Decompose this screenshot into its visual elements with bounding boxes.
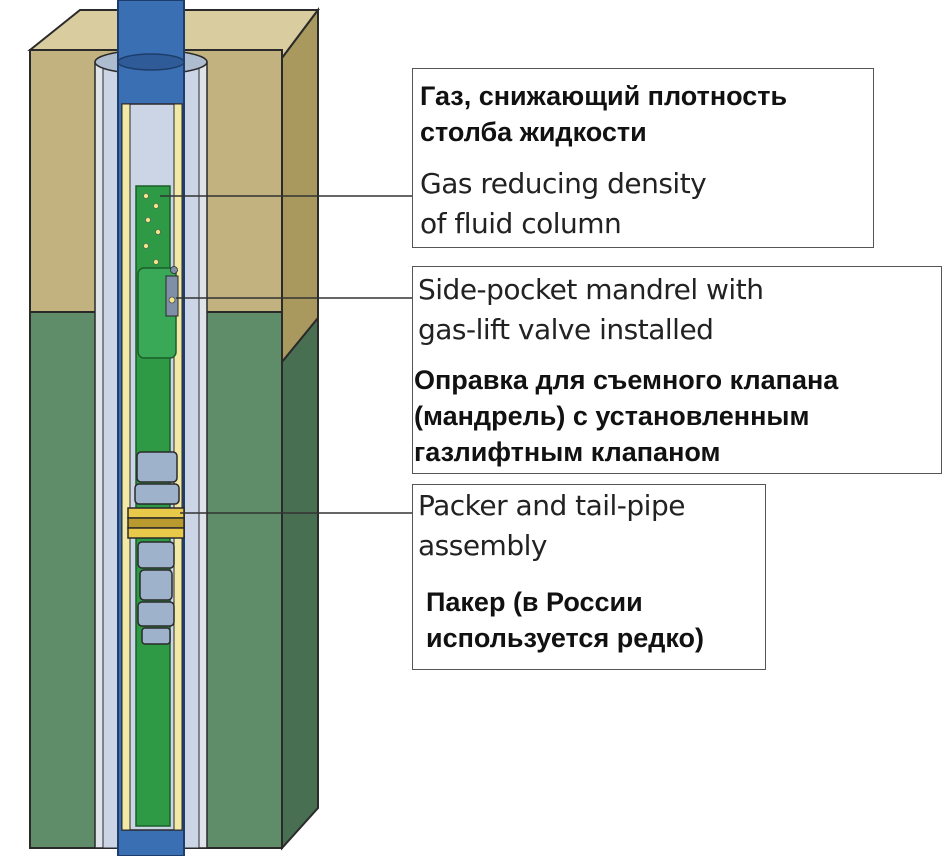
tubing-joints <box>134 451 180 505</box>
mandrel-label-en-line2: gas-lift valve installed <box>418 313 714 346</box>
gas-label-ru-line1: Газ, снижающий плотность <box>420 81 788 111</box>
formation-right-face-lower <box>281 315 319 851</box>
gas-label-box <box>412 68 874 248</box>
mandrel-label-ru-line2: (мандрель) с установленным <box>414 401 810 431</box>
packer-label-ru-line1: Пакер (в России <box>426 587 643 617</box>
leader-lines <box>160 195 412 514</box>
mandrel-label-ru-line3: газлифтным клапаном <box>414 437 721 467</box>
packer <box>127 507 185 539</box>
formation-right-face-upper <box>281 7 319 365</box>
tail-pipe <box>137 541 175 645</box>
side-pocket-mandrel <box>137 266 179 359</box>
gas-label-en-line1: Gas reducing density <box>420 167 707 200</box>
packer-label-en-line2: assembly <box>418 529 547 562</box>
packer-label-en-line1: Packer and tail-pipe <box>418 489 685 522</box>
mandrel-label-box <box>412 266 942 474</box>
packer-label-ru-line2: используется редко) <box>426 623 704 653</box>
gas-label-ru-line2: столба жидкости <box>420 117 647 147</box>
mandrel-label-en-line1: Side-pocket mandrel with <box>418 273 764 306</box>
packer-label-box <box>412 484 766 670</box>
mandrel-label-ru-line1: Оправка для съемного клапана <box>414 365 839 395</box>
gas-label-en-line2: of fluid column <box>420 207 622 240</box>
